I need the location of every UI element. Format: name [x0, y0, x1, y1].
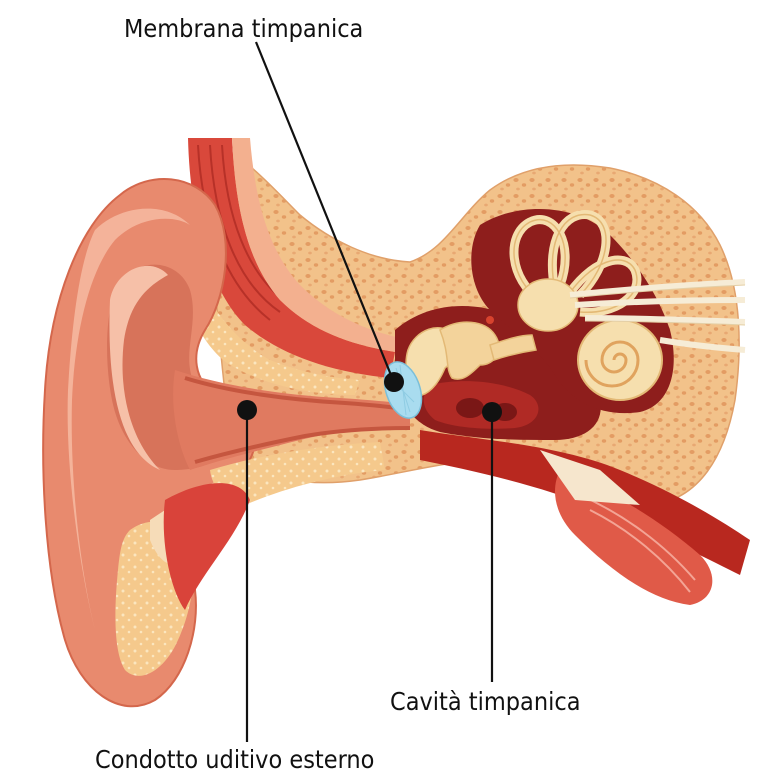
label-tympanic-cavity: Cavità timpanica	[390, 687, 580, 716]
lower-muscle	[163, 483, 250, 610]
canal-cartilage-lower	[210, 442, 385, 505]
label-external-auditory-canal: Condotto uditivo esterno	[95, 745, 374, 774]
styloid-process	[540, 450, 640, 505]
semicircular-canals-outline	[513, 213, 638, 313]
skin-strip	[232, 138, 400, 352]
leader-tympanic-membrane	[254, 41, 395, 381]
anchor-dot-ear-canal	[237, 400, 257, 420]
incus	[439, 321, 500, 380]
muscle-stripes	[579, 494, 696, 593]
oval-window-dot	[486, 316, 494, 324]
cochlea	[577, 319, 663, 401]
temporalis-muscle	[188, 138, 395, 378]
label-tympanic-membrane: Membrana timpanica	[124, 14, 363, 43]
ear-canal-lining	[184, 376, 411, 464]
vestibule	[517, 278, 579, 332]
auditory-nerve-outline	[569, 284, 746, 326]
ear-canal	[173, 370, 410, 470]
stapes	[489, 334, 537, 361]
anchor-dot-tympanic-cavity	[482, 402, 502, 422]
canal-cartilage-upper	[175, 240, 360, 395]
antihelix	[109, 265, 168, 470]
auditory-nerve	[569, 279, 746, 353]
anchor-dot-tympanic-membrane	[384, 372, 404, 392]
mucosa-spot-1	[456, 398, 484, 418]
